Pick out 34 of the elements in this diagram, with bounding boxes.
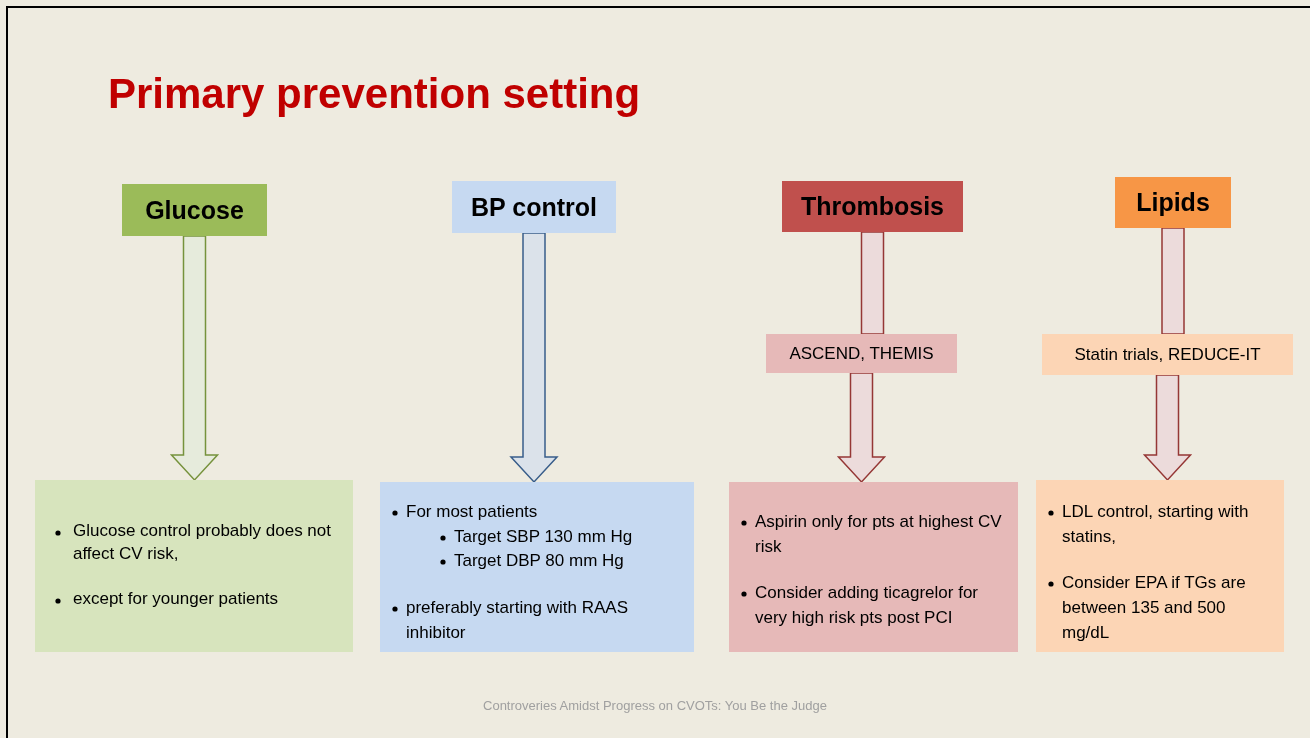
category-label: Thrombosis	[800, 192, 945, 221]
bullet-item: Consider EPA if TGs are between 135 and 500 mg/dL	[1062, 573, 1246, 642]
bullet-item: LDL control, starting with statins,	[1062, 502, 1249, 546]
block-arrow	[1161, 227, 1185, 335]
category-label: Lipids	[1136, 188, 1210, 217]
block-arrow	[1142, 374, 1193, 482]
trial-label-box	[1042, 334, 1293, 375]
recommendation-box	[1036, 480, 1284, 652]
category-box	[122, 184, 267, 236]
category-box	[1115, 177, 1231, 228]
trial-label: Statin trials, REDUCE-IT	[1074, 344, 1261, 365]
category-label: BP control	[471, 192, 597, 222]
bullet-item: Consider adding ticagrelor for very high risk pts post PCI	[755, 583, 978, 627]
bullet-item: Target DBP 80 mm Hg	[454, 551, 624, 571]
category-box	[782, 181, 963, 232]
block-arrow	[169, 235, 220, 482]
block-arrow	[509, 232, 559, 484]
slide-title: Primary prevention setting	[108, 70, 641, 118]
bullet-item: Glucose control probably does not affect CV risk,	[73, 521, 331, 563]
category-box	[452, 181, 616, 233]
recommendation-box	[35, 480, 353, 652]
category-label: Glucose	[145, 195, 244, 225]
block-arrow	[836, 372, 887, 484]
trial-label: ASCEND, THEMIS	[789, 343, 934, 364]
trial-label-box	[766, 334, 957, 373]
bullet-item: For most patients	[406, 502, 538, 521]
bullet-item: Target SBP 130 mm Hg	[454, 526, 633, 546]
footer-caption: Controveries Amidst Progress on CVOTs: You Be the Judge	[482, 698, 828, 713]
bullet-item: Aspirin only for pts at highest CV risk	[755, 512, 1002, 556]
recommendation-box	[729, 482, 1018, 652]
recommendation-box	[380, 482, 694, 652]
bullet-item: preferably starting with RAAS inhibitor	[406, 597, 629, 642]
bullet-item: except for younger patients	[73, 588, 279, 608]
block-arrow	[860, 231, 885, 335]
